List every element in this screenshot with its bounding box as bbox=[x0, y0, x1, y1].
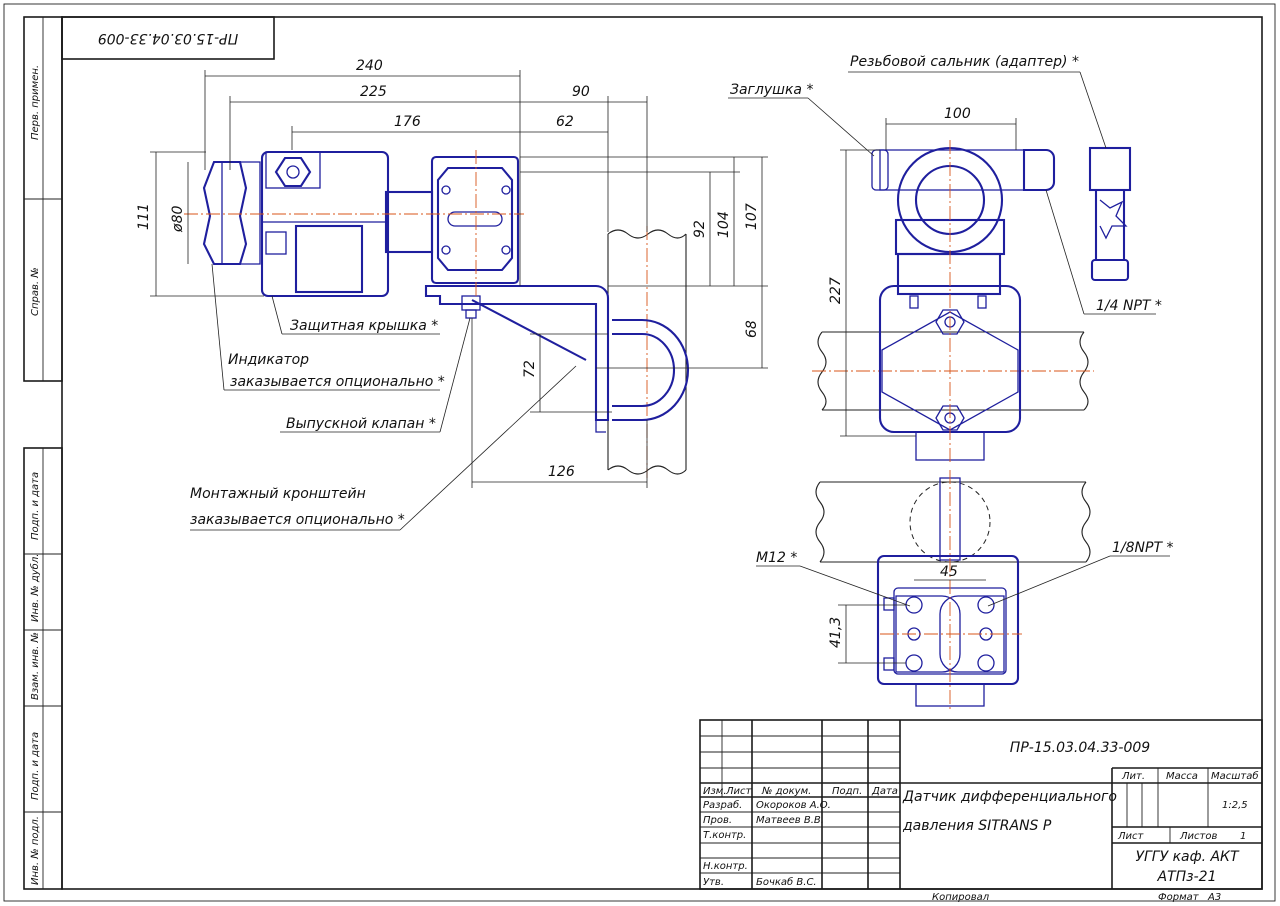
dim-41-3: 41,3 bbox=[828, 617, 844, 648]
tb-listov-label: Листов bbox=[1179, 831, 1217, 842]
tb-name-razrab: Окороков А.О. bbox=[756, 800, 831, 811]
callout-m12: M12 * bbox=[756, 550, 797, 566]
tb-col-podp: Подп. bbox=[832, 786, 862, 797]
callout-gland: Резьбовой сальник (адаптер) * bbox=[850, 54, 1079, 70]
dim-225: 225 bbox=[360, 84, 387, 100]
tb-org-line2: АТПз-21 bbox=[1157, 869, 1217, 885]
tb-kopiroval: Копировал bbox=[932, 892, 990, 903]
callout-npt14: 1/4 NPT * bbox=[1096, 298, 1162, 314]
title-block-designation: ПР-15.03.04.33-009 bbox=[1010, 740, 1150, 756]
callout-vent-valve: Выпускной клапан * bbox=[286, 416, 436, 432]
dim-240: 240 bbox=[356, 58, 383, 74]
stamp-podp-data-1: Подп. и дата bbox=[30, 472, 41, 540]
callout-bracket-line1: Монтажный кронштейн bbox=[190, 486, 366, 502]
stamp-vzam-inv: Взам. инв. № bbox=[30, 632, 41, 700]
dim-62: 62 bbox=[556, 114, 574, 130]
stamp-sprav-no: Справ. № bbox=[30, 267, 41, 316]
tb-massa: Масса bbox=[1166, 771, 1198, 782]
bottom-view: 45 41,3 M12 * 1/8NPT * bbox=[756, 470, 1173, 712]
dim-227: 227 bbox=[828, 277, 844, 304]
dim-80: ø80 bbox=[170, 206, 186, 233]
stamp-inv-dubl: Инв. № дубл. bbox=[29, 554, 41, 622]
tb-col-doc: № докум. bbox=[761, 786, 811, 797]
title-block: Изм. Лист № докум. Подп. Дата Разраб. Пр… bbox=[699, 719, 1263, 903]
doc-title-line1: Датчик дифференциального bbox=[902, 789, 1117, 805]
callout-plug: Заглушка * bbox=[730, 82, 813, 98]
tb-col-izm: Изм. bbox=[703, 786, 727, 797]
dim-45: 45 bbox=[940, 564, 958, 580]
dim-90: 90 bbox=[572, 84, 590, 100]
doc-title-line2: давления SITRANS P bbox=[902, 818, 1052, 834]
dim-176: 176 bbox=[394, 114, 421, 130]
tb-row-tkontr: Т.контр. bbox=[703, 830, 746, 841]
callout-indicator-line1: Индикатор bbox=[228, 352, 309, 368]
callout-indicator-line2: заказывается опционально * bbox=[230, 374, 445, 390]
drawing-frame bbox=[61, 16, 1263, 890]
tb-row-razrab: Разраб. bbox=[703, 799, 742, 811]
tb-format-value: А3 bbox=[1207, 892, 1221, 903]
npt-adapter-detail bbox=[1088, 146, 1132, 282]
tb-col-list: Лист bbox=[725, 786, 753, 797]
callout-protective-cover: Защитная крышка * bbox=[290, 318, 438, 334]
dim-68: 68 bbox=[744, 320, 760, 338]
tb-row-prov: Пров. bbox=[703, 815, 732, 826]
stamp-podp-data-2: Подп. и дата bbox=[30, 732, 41, 800]
stamp-inv-podl: Инв. № подл. bbox=[30, 816, 41, 885]
side-stamp: Перв. примен. Справ. № Подп. и дата Инв.… bbox=[23, 16, 63, 890]
front-dimensions: 240 225 176 90 62 111 ø80 92 104 107 68 … bbox=[136, 58, 768, 488]
tb-format-label: Формат bbox=[1158, 892, 1200, 903]
outer-sheet-border bbox=[3, 3, 1276, 902]
tb-list-label: Лист bbox=[1117, 831, 1145, 842]
dim-92: 92 bbox=[692, 220, 708, 238]
tb-row-nkontr: Н.контр. bbox=[703, 861, 748, 872]
front-callouts: Защитная крышка * Индикатор заказывается… bbox=[190, 263, 577, 531]
tb-name-prov: Матвеев В.В. bbox=[756, 815, 824, 826]
tb-name-utv: Бочкаб В.С. bbox=[756, 876, 817, 888]
dim-104: 104 bbox=[716, 211, 732, 238]
front-view bbox=[184, 150, 689, 478]
dim-111: 111 bbox=[136, 203, 152, 230]
rotated-designation: ПР-15.03.04.33-009 bbox=[98, 30, 238, 46]
tb-scale-value: 1:2,5 bbox=[1222, 800, 1248, 811]
tb-lit: Лит. bbox=[1121, 771, 1145, 782]
callout-npt18: 1/8NPT * bbox=[1112, 540, 1173, 556]
tb-row-utv: Утв. bbox=[703, 877, 724, 888]
dim-107: 107 bbox=[744, 203, 760, 230]
tb-col-data: Дата bbox=[871, 786, 898, 797]
side-callouts: Заглушка * Резьбовой сальник (адаптер) *… bbox=[728, 54, 1162, 315]
tb-listov-value: 1 bbox=[1240, 831, 1246, 842]
callout-bracket-line2: заказывается опционально * bbox=[190, 512, 405, 528]
dim-126: 126 bbox=[548, 464, 575, 480]
dim-72: 72 bbox=[522, 360, 538, 378]
side-view: 100 227 bbox=[812, 106, 1094, 462]
stamp-perv-primen: Перв. примен. bbox=[30, 65, 41, 140]
tb-org-line1: УГГУ каф. АКТ bbox=[1135, 849, 1240, 865]
dim-100: 100 bbox=[944, 106, 971, 122]
tb-masshtab: Масштаб bbox=[1211, 770, 1259, 782]
rotated-designation-box: ПР-15.03.04.33-009 bbox=[61, 16, 275, 60]
